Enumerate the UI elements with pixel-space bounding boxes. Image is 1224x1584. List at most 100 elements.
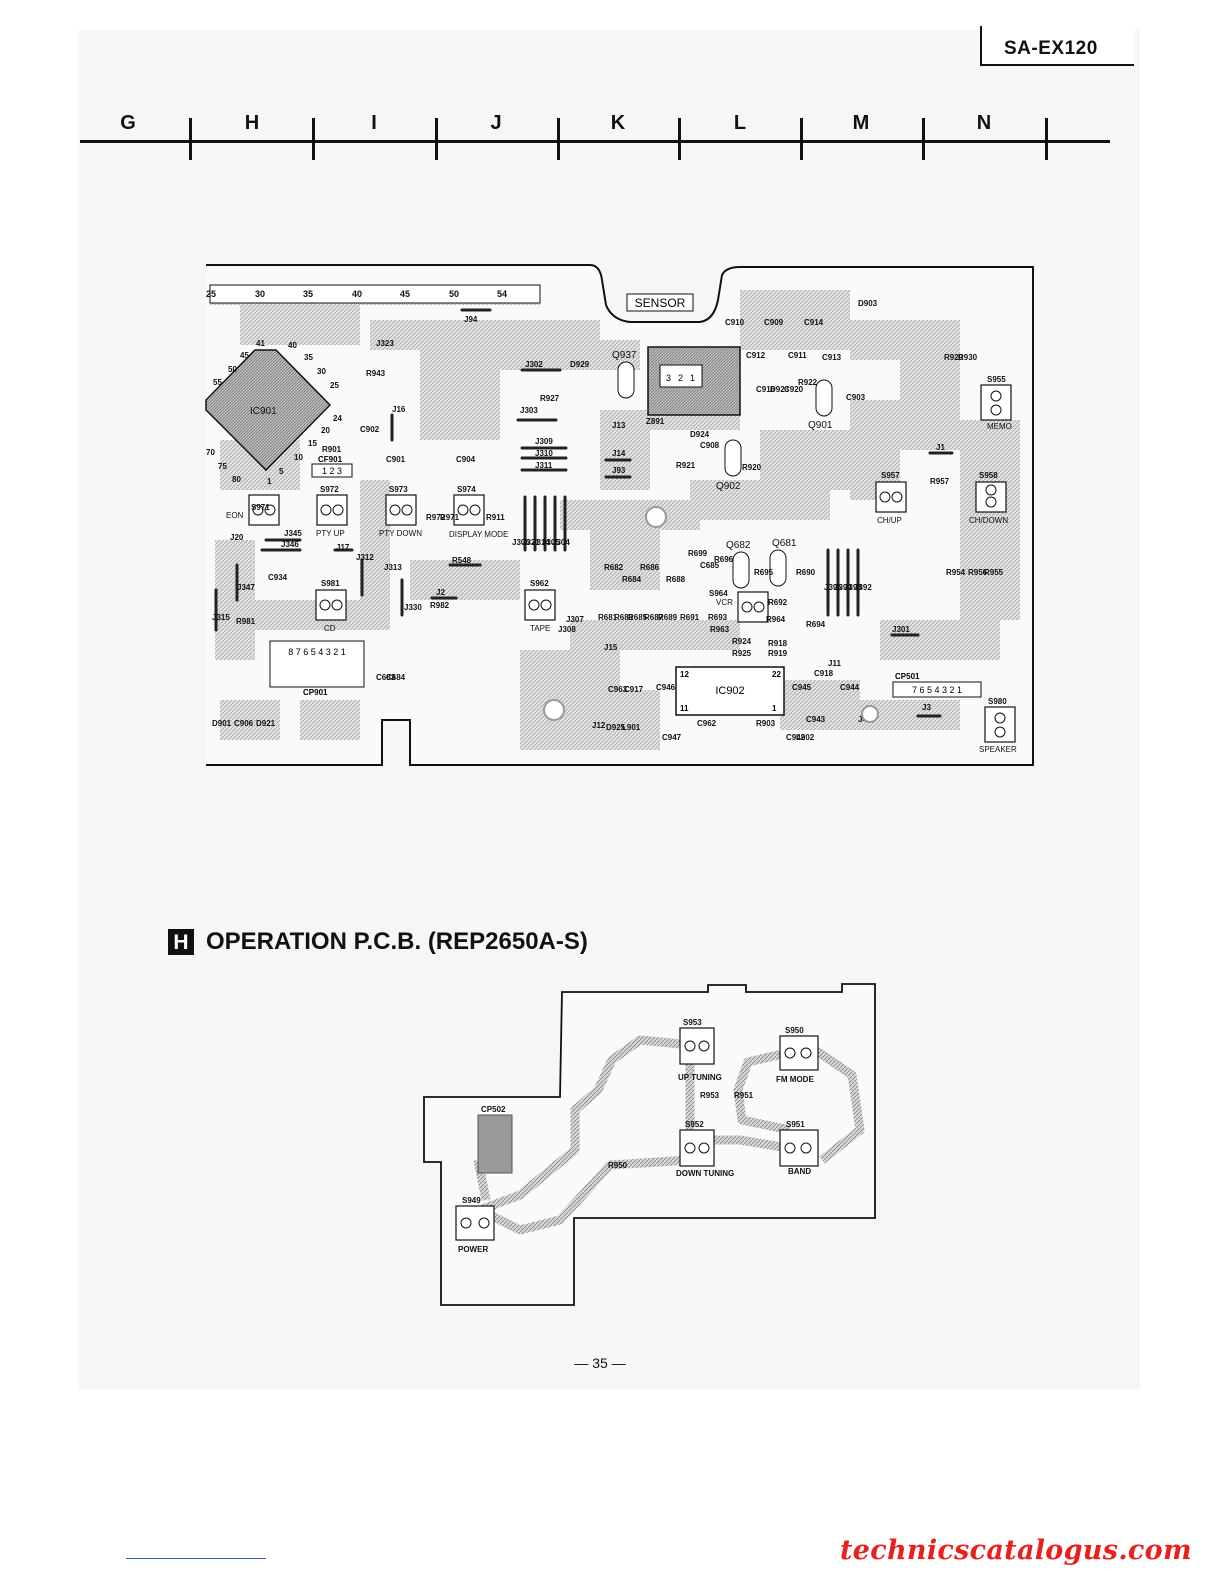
section-badge: H [168,929,194,955]
part-ref: C945 [792,683,812,692]
part-ref: R683 [614,613,634,622]
transistor-ref: Q901 [808,420,833,431]
transistor-outlines [617,361,833,589]
grid-tick [678,118,681,160]
cp901-pins: 8 7 6 5 4 3 2 1 [288,647,346,657]
part-ref: R954 [946,568,966,577]
pin-number: 1 [267,477,272,486]
page-number: — 35 — [574,1355,626,1371]
part-ref: Z891 [646,417,665,426]
cf901-pins: 1 2 3 [322,466,342,476]
part-ref: C963 [608,685,628,694]
part-refs: J94 J302 D929 R927 J303 J13 Z891 D924 C9… [212,299,1004,742]
sensor-box [626,293,694,312]
edge-number: 35 [303,289,313,299]
part-ref: J94 [464,315,478,324]
cp501-label: CP501 [895,672,920,681]
grid-letter-n: N [976,112,992,134]
switch-ref: S962 [530,579,549,588]
pin-number: 12 [680,670,689,679]
switch-ref: S957 [881,471,900,480]
part-ref: R699 [688,549,708,558]
part-ref: L901 [622,723,641,732]
edge-number: 40 [352,289,362,299]
part-ref: R922 [798,378,818,387]
switch-ref: S951 [786,1120,805,1129]
switch-label: UP TUNING [678,1073,722,1082]
part-ref: C914 [804,318,824,327]
part-ref: R982 [430,601,450,610]
part-ref: CP502 [481,1105,506,1114]
cp501-pins: 7 6 5 4 3 2 1 [912,685,962,695]
part-ref: C944 [840,683,860,692]
pin-number: 35 [304,353,313,362]
part-ref: J312 [356,553,374,562]
part-ref: R927 [540,394,560,403]
pin-number: 80 [232,475,241,484]
ic902-label: IC902 [715,685,744,697]
section-heading: H OPERATION P.C.B. (REP2650A-S) [168,928,588,956]
part-ref: J307 [566,615,584,624]
part-ref: J314 [532,538,550,547]
copper-traces [210,285,1020,750]
part-ref: J313 [384,563,402,572]
pin-number: 22 [772,670,781,679]
model-box [980,26,1134,66]
grid-letter-k: K [610,112,626,134]
site-watermark: technicscatalogus.com [840,1535,1192,1566]
part-ref: R918 [768,639,788,648]
part-ref: J309 [535,437,553,446]
pin-number: 40 [288,341,297,350]
switch-ref: S964 [709,589,728,598]
transistor-ref: Q937 [612,350,637,361]
pin-number: 55 [213,378,222,387]
part-ref: R964 [766,615,786,624]
part-ref: J12 [592,721,606,730]
part-ref: C684 [386,673,406,682]
part-ref: R692 [768,598,788,607]
switch-label: CH/DOWN [969,516,1008,525]
part-ref: C910 [725,318,745,327]
ic901-chip: IC901 [205,349,332,472]
part-ref: J305 [542,538,560,547]
switch-ref: S952 [685,1120,704,1129]
part-ref: C918 [814,669,834,678]
part-ref: C920 [784,385,804,394]
switch-ref: S980 [988,697,1007,706]
part-ref: R695 [754,568,774,577]
part-ref: C917 [624,685,644,694]
part-ref: R911 [486,513,505,522]
part-ref: J346 [281,540,299,549]
part-ref: R696 [714,555,734,564]
operation-part-refs: CP502 R950 R953 R951 [481,1091,754,1170]
part-ref: C683 [376,673,396,682]
part-ref: R930 [958,353,978,362]
part-ref: C906 [234,719,254,728]
edge-number: 50 [449,289,459,299]
pin-number: 70 [206,448,215,457]
edge-number: 54 [497,289,507,299]
part-ref: R903 [756,719,776,728]
part-ref: R693 [708,613,728,622]
grid-tick [189,118,192,160]
pin-number: 75 [218,462,227,471]
switch-label: DOWN TUNING [676,1169,734,1178]
grid-tick [800,118,803,160]
switch-label: BAND [788,1167,811,1176]
part-ref: R919 [768,649,788,658]
operation-switch-pads [460,1040,812,1229]
part-ref: C916 [756,385,776,394]
grid-letter-l: L [733,112,747,134]
grid-letter-j: J [490,112,502,134]
pin-number: 1 [772,704,777,713]
part-ref: R981 [236,617,256,626]
part-ref: J20 [230,533,244,542]
switch-label: PTY UP [316,529,345,538]
switch-label: CD [324,624,336,633]
part-ref: C904 [456,455,476,464]
grid-letter-h: H [244,112,260,134]
switch-pads [252,390,1006,738]
part-ref: J310 [535,449,553,458]
pin-number: 10 [294,453,303,462]
